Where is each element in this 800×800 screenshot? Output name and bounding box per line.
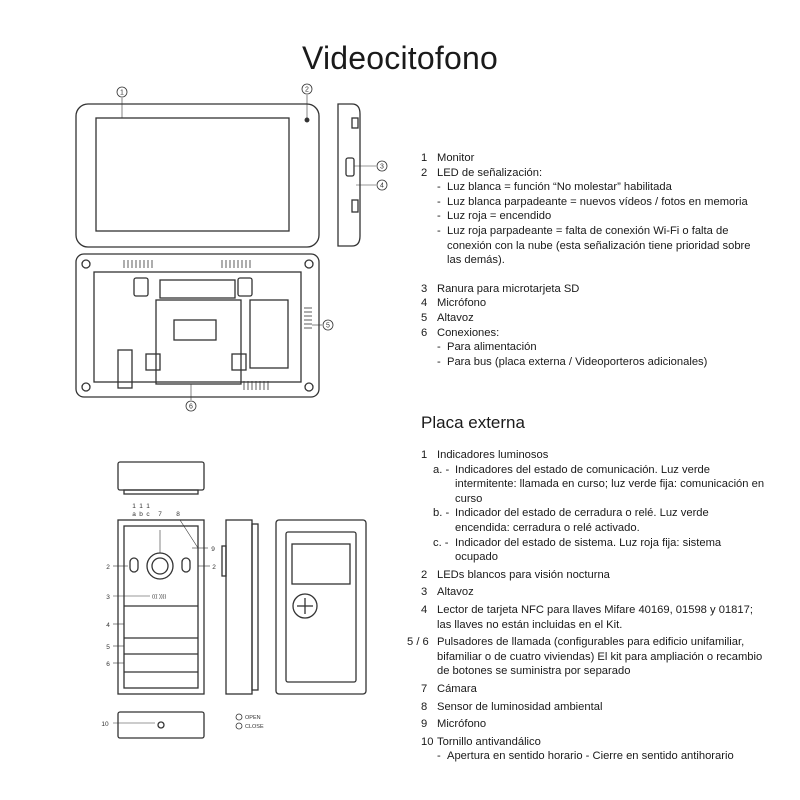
monitor-legend-subitem: -Luz roja = encendido [437,210,552,223]
placa-callout-8: 8 [176,511,180,518]
placa-callout-3: 3 [106,594,110,601]
placa-callout-5: 5 [106,644,110,651]
monitor-callout-4: 4 [380,183,384,190]
placa-callout-2-left: 2 [106,564,110,571]
screw-close-label: CLOSE [245,724,264,730]
monitor-callout-6: 6 [189,404,193,411]
placa-callout-1c: 1 [146,503,150,510]
placa-callout-9: 9 [211,546,215,553]
screw-open-label: OPEN [245,715,261,721]
placa-callout-6: 6 [106,661,110,668]
placa-legend-subitem: a. -Indicadores del estado de comunicaci… [433,463,765,505]
monitor-callout-3: 3 [380,164,384,171]
page-title: Videocitofono [302,40,498,76]
placa-callout-1b: 1 [139,503,143,510]
placa-callout-4: 4 [106,622,110,629]
monitor-legend-subitem: -Luz roja parpadeante = falta de conexió… [437,224,751,267]
monitor-callout-5: 5 [326,323,330,330]
monitor-legend-subitem: -Luz blanca = función “No molestar” habi… [437,181,672,194]
placa-callout-b: b [139,511,143,518]
placa-externa-heading: Placa externa [421,413,525,432]
placa-callout-1a: 1 [132,503,136,510]
placa-legend-subitem: b. -Indicador del estado de cerradura o … [433,507,709,534]
placa-callout-10: 10 [101,721,109,728]
monitor-callout-1: 1 [120,90,124,97]
placa-callout-a: a [132,511,136,518]
monitor-legend-subitem: -Luz blanca parpadeante = nuevos vídeos … [437,195,748,208]
monitor-legend-subitem: -Para alimentación [437,341,537,354]
placa-legend-subitem: -Apertura en sentido horario - Cierre en… [437,750,734,763]
nfc-icon: ((( )))) [152,594,167,600]
placa-legend-subitem: c. -Indicador del estado de sistema. Luz… [433,536,722,564]
placa-callout-7: 7 [158,511,162,518]
monitor-callout-2: 2 [305,87,309,94]
placa-callout-2-right: 2 [212,564,216,571]
placa-callout-c: c [146,511,150,518]
monitor-legend-subitem: -Para bus (placa externa / Videoporteros… [437,355,708,368]
